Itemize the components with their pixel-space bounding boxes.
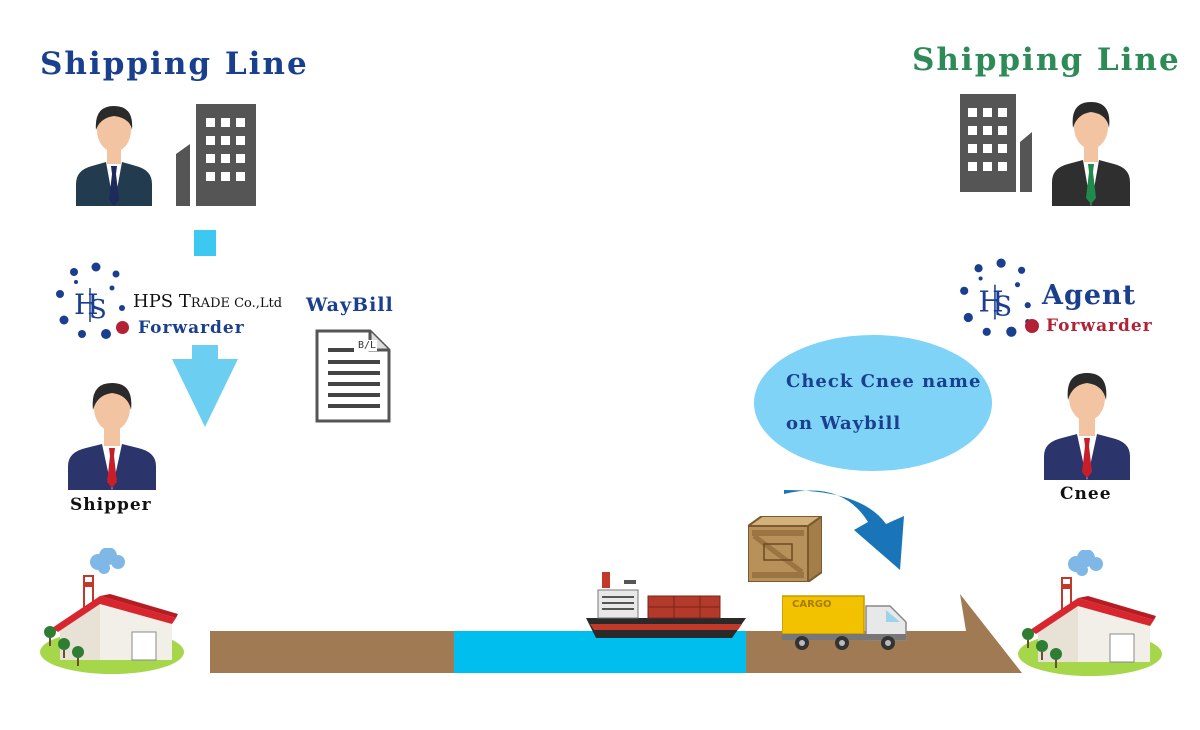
forwarder-label-right: Forwarder bbox=[1046, 316, 1153, 336]
left-shipping-line-title: Shipping Line bbox=[40, 46, 309, 82]
waybill-label: WayBill bbox=[306, 294, 394, 316]
water bbox=[454, 631, 746, 673]
red-dot-icon-right bbox=[1025, 319, 1039, 333]
agent-label: Agent bbox=[1042, 280, 1137, 311]
shipper-label: Shipper bbox=[70, 495, 152, 515]
svg-text:H: H bbox=[979, 284, 1004, 318]
curved-arrow-icon bbox=[782, 486, 912, 572]
check-cnee-bubble bbox=[754, 335, 992, 471]
hps-logo-right: H S bbox=[956, 258, 1038, 340]
shipping-line-person-icon-right bbox=[1052, 96, 1130, 206]
document-icon bbox=[314, 328, 392, 424]
factory-icon-right bbox=[1018, 550, 1162, 678]
shipping-line-building-icon-right bbox=[960, 94, 1032, 192]
company-name: HPS TRADE Co.,Ltd bbox=[133, 291, 282, 312]
connector-square bbox=[194, 230, 216, 256]
company-name-hps: HPS bbox=[133, 291, 174, 312]
hps-logo-left: H S bbox=[52, 262, 132, 342]
document-icon-text: B/L bbox=[357, 340, 378, 351]
cnee-person-icon bbox=[1044, 368, 1130, 480]
bubble-line-1: Check Cnee name bbox=[786, 371, 982, 392]
cargo-truck-icon bbox=[782, 592, 908, 652]
company-name-t: T bbox=[178, 291, 191, 312]
red-dot-icon-left bbox=[116, 321, 129, 334]
shipping-line-building-icon-left bbox=[176, 104, 258, 206]
bubble-line-2: on Waybill bbox=[786, 413, 902, 434]
shipping-line-person-icon-left bbox=[76, 100, 152, 206]
cnee-label: Cnee bbox=[1060, 484, 1112, 504]
factory-icon-left bbox=[40, 548, 184, 676]
down-arrow-icon bbox=[172, 345, 238, 427]
right-shipping-line-title: Shipping Line bbox=[912, 42, 1181, 78]
land-left bbox=[210, 631, 454, 673]
svg-text:S: S bbox=[89, 295, 107, 325]
truck-cargo-text: CARGO bbox=[792, 599, 832, 610]
container-ship-icon bbox=[586, 572, 746, 638]
company-name-rest: RADE Co.,Ltd bbox=[190, 296, 283, 311]
forwarder-label-left: Forwarder bbox=[138, 318, 245, 338]
svg-text:H: H bbox=[74, 288, 98, 321]
svg-text:S: S bbox=[994, 291, 1012, 322]
land-right-slope bbox=[960, 594, 1022, 674]
shipper-person-icon bbox=[68, 378, 156, 490]
wooden-crate-icon bbox=[748, 516, 822, 582]
